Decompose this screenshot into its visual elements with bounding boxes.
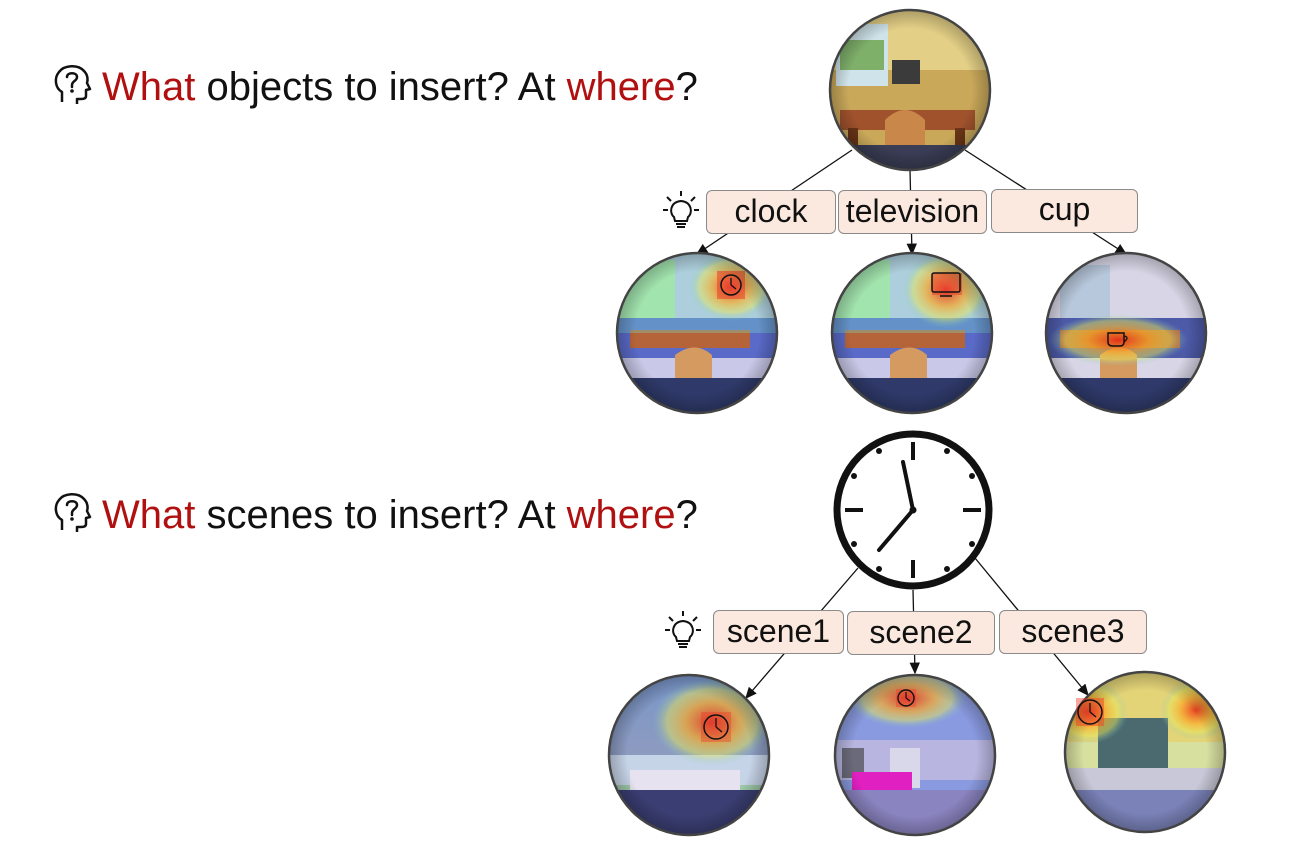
- lightbulb-icon: [665, 611, 701, 648]
- head-question-icon: [54, 65, 92, 104]
- question-objects: What objects to insert? At where?: [50, 62, 698, 110]
- question-objects-where: where: [566, 65, 676, 109]
- scene-tag-scene2: scene2: [847, 611, 995, 655]
- head-question-icon: [54, 493, 92, 532]
- result-image-scene2: [835, 675, 995, 835]
- question-scenes-text: scenes to insert? At: [195, 493, 567, 537]
- clock-icon: [1076, 698, 1104, 726]
- result-image-clock: [617, 253, 777, 413]
- question-scenes-end: ?: [675, 493, 698, 537]
- question-objects-what: What: [102, 65, 196, 109]
- object-tag-cup: cup: [991, 189, 1138, 233]
- clock-icon: [896, 689, 916, 707]
- scene-tag-scene3: scene3: [999, 610, 1147, 654]
- scene-tag-scene1: scene1: [713, 610, 844, 654]
- clock-icon: [701, 712, 731, 742]
- question-scenes: What scenes to insert? At where?: [50, 490, 698, 538]
- question-objects-end: ?: [675, 65, 698, 109]
- result-image-scene1: [609, 675, 769, 835]
- tv-icon: [931, 272, 961, 297]
- root-clock-icon: [833, 430, 993, 590]
- object-tag-television: television: [838, 190, 987, 234]
- question-scenes-what: What: [102, 493, 196, 537]
- cup-icon: [1107, 332, 1128, 347]
- question-scenes-where: where: [566, 493, 676, 537]
- result-image-cup: [1046, 253, 1206, 413]
- lightbulb-icon: [663, 191, 699, 228]
- question-objects-text: objects to insert? At: [195, 65, 567, 109]
- clock-icon: [720, 274, 742, 296]
- object-tag-clock: clock: [706, 190, 836, 234]
